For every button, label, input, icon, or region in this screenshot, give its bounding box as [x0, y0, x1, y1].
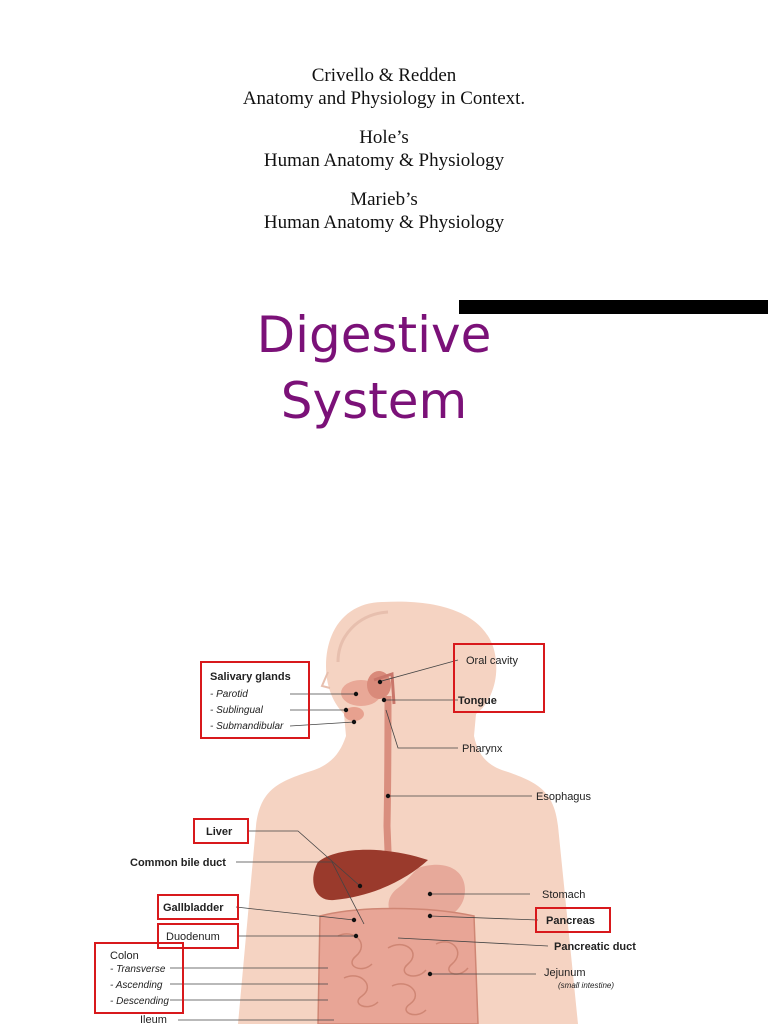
highlight-box-pancreas: [535, 907, 611, 933]
label-ascending: - Ascending: [110, 980, 163, 991]
reference-book-title: Human Anatomy & Physiology: [263, 150, 505, 171]
label-pancreatic-duct: Pancreatic duct: [554, 941, 636, 953]
label-oral-cavity: Oral cavity: [466, 655, 518, 667]
references: Crivello & Redden Anatomy and Physiology…: [0, 64, 768, 250]
label-colon: Colon: [110, 950, 139, 962]
label-salivary-glands: Salivary glands: [210, 671, 291, 683]
label-transverse: - Transverse: [110, 964, 166, 975]
liver-shape: [313, 849, 428, 901]
label-submandibular: - Submandibular: [210, 721, 284, 732]
label-gallbladder: Gallbladder: [163, 902, 224, 914]
leader-dots: [343, 679, 433, 977]
label-tongue: Tongue: [458, 695, 497, 707]
label-descending: - Descending: [110, 996, 169, 1007]
oral-region: [341, 671, 396, 721]
label-jejunum: Jejunum: [544, 967, 586, 979]
intestines: [317, 907, 479, 1024]
leader-lines: [170, 659, 549, 1021]
title-line-2: System: [280, 372, 468, 430]
reference-marieb: Marieb’s Human Anatomy & Physiology: [0, 188, 768, 234]
label-parotid: - Parotid: [210, 689, 248, 700]
label-duodenum: Duodenum: [166, 931, 220, 943]
title-line-1: Digestive: [256, 306, 492, 364]
highlight-box-liver: [193, 818, 249, 844]
reference-book-title: Human Anatomy & Physiology: [263, 212, 505, 233]
esophagus-tube: [383, 695, 393, 877]
label-sublingual: - Sublingual: [210, 705, 264, 716]
label-ileum: Ileum: [140, 1014, 167, 1024]
label-liver: Liver: [206, 826, 233, 838]
highlight-box-gallbladder: [157, 894, 239, 920]
label-pharynx: Pharynx: [462, 743, 503, 755]
label-pancreas: Pancreas: [546, 915, 595, 927]
reference-book-title: Anatomy and Physiology in Context.: [242, 88, 526, 109]
highlight-box-oral: [453, 643, 545, 713]
label-esophagus: Esophagus: [536, 791, 592, 803]
highlight-box-colon: [94, 942, 184, 1014]
reference-author: Marieb’s: [350, 189, 418, 210]
title-rule: [459, 300, 768, 314]
page-title: Digestive System: [0, 302, 748, 434]
reference-author: Hole’s: [359, 127, 409, 148]
label-stomach: Stomach: [542, 889, 585, 901]
reference-hole: Hole’s Human Anatomy & Physiology: [0, 126, 768, 172]
anatomy-illustration: Salivary glands - Parotid - Sublingual -…: [94, 601, 636, 1024]
label-small-intestine: (small intestine): [558, 981, 614, 990]
digestive-system-figure: Salivary glands - Parotid - Sublingual -…: [38, 576, 768, 1024]
highlight-box-salivary: [200, 661, 310, 739]
highlight-box-duodenum: [157, 923, 239, 949]
label-common-bile-duct: Common bile duct: [130, 857, 226, 869]
reference-author: Crivello & Redden: [311, 65, 457, 86]
reference-crivello: Crivello & Redden Anatomy and Physiology…: [0, 64, 768, 110]
